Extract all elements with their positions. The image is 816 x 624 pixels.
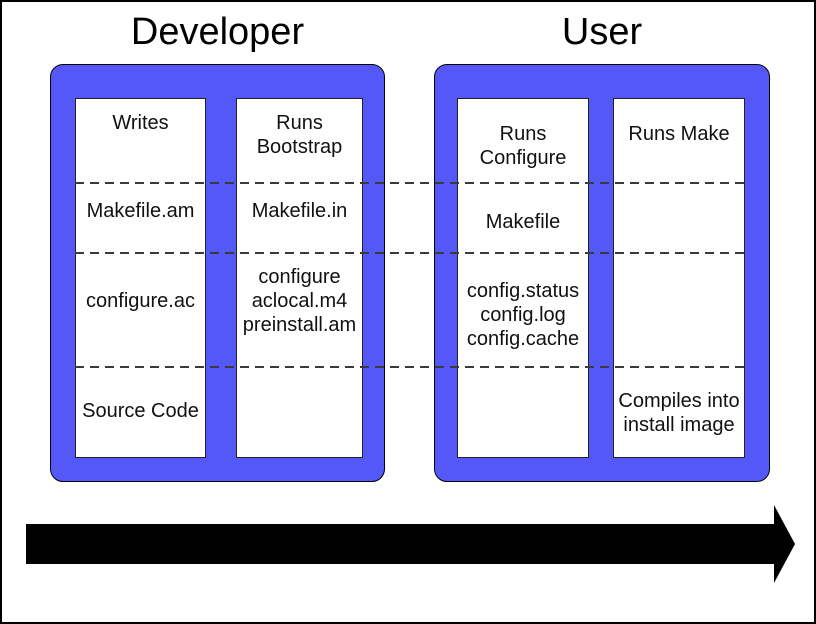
cell-runs-make: Runs Make bbox=[628, 123, 730, 145]
dashed-divider-2 bbox=[75, 252, 745, 254]
dashed-divider-1 bbox=[75, 182, 745, 184]
column-developer-bootstrap: Runs Bootstrap Makefile.in configure acl… bbox=[236, 98, 363, 458]
cell-writes: Writes bbox=[112, 112, 169, 134]
column-user-make: Runs Make Compiles into install image bbox=[613, 98, 745, 458]
cell-config-outputs: config.status config.log config.cache bbox=[466, 280, 580, 350]
cell-runs-bootstrap: Runs Bootstrap bbox=[256, 112, 343, 158]
right-arrow-body bbox=[26, 524, 774, 564]
cell-configure-ac: configure.ac bbox=[86, 290, 195, 312]
dashed-divider-3 bbox=[75, 366, 745, 368]
developer-title: Developer bbox=[130, 11, 305, 53]
cell-makefile-in: Makefile.in bbox=[251, 200, 348, 222]
column-developer-writes: Writes Makefile.am configure.ac Source C… bbox=[75, 98, 206, 458]
cell-source-code: Source Code bbox=[82, 400, 199, 422]
cell-makefile-am: Makefile.am bbox=[86, 200, 195, 222]
right-arrow-icon bbox=[774, 505, 795, 583]
cell-configure-files: configure aclocal.m4 preinstall.am bbox=[242, 266, 357, 336]
column-user-configure: Runs Configure Makefile config.status co… bbox=[457, 98, 589, 458]
cell-runs-configure: Runs Configure bbox=[479, 123, 567, 169]
user-title: User bbox=[561, 11, 643, 53]
cell-compiles-into: Compiles into install image bbox=[618, 390, 740, 436]
cell-makefile: Makefile bbox=[485, 211, 561, 233]
